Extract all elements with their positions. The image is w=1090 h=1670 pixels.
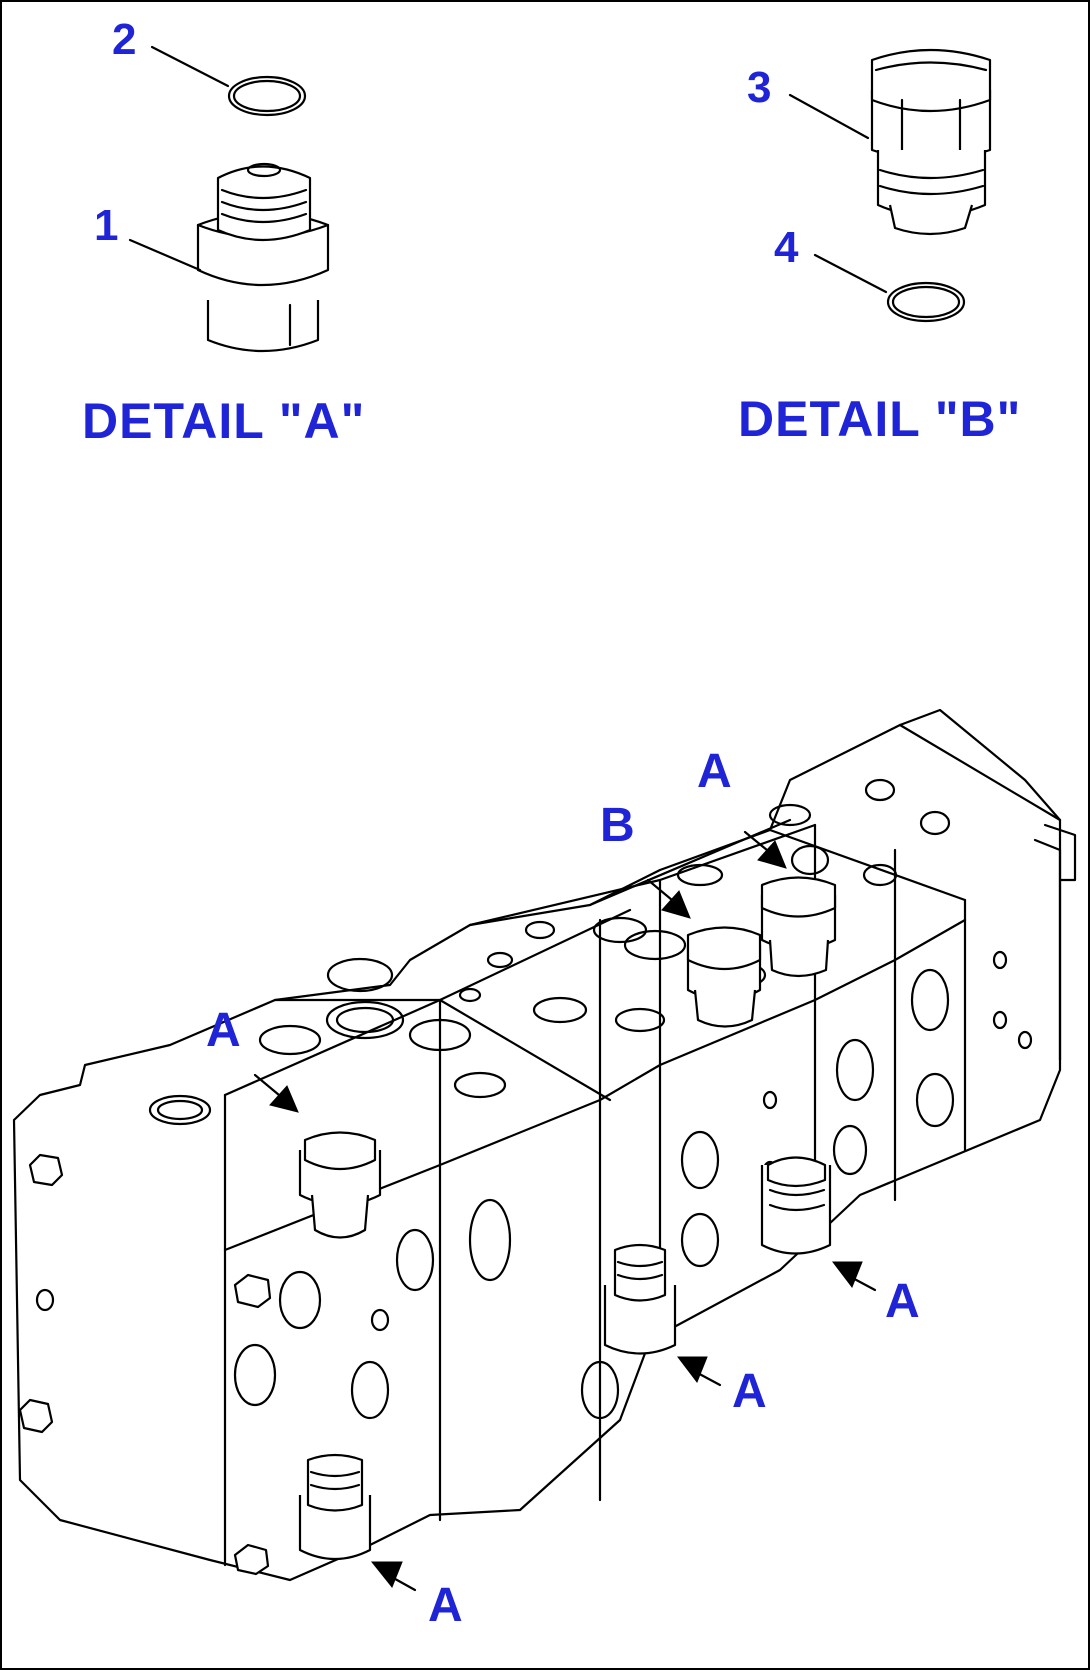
leader-line-3: [788, 93, 870, 140]
arrow-a-bottom-left: [370, 1561, 417, 1592]
part-number-2: 2: [112, 15, 137, 64]
arrow-a-top-right: [743, 830, 787, 869]
installed-plug-b: [686, 926, 762, 1028]
locator-a-bottom-left: A: [428, 1579, 463, 1632]
leader-line-4: [813, 253, 888, 294]
locator-a-top-left: A: [206, 1004, 241, 1057]
installed-plug-a-bottom-left: [298, 1453, 372, 1560]
bolt-heads: [18, 1153, 272, 1576]
part-number-4: 4: [774, 223, 799, 272]
locator-a-mid: A: [732, 1365, 767, 1418]
arrow-a-mid-right: [831, 1261, 877, 1292]
plug-3: [870, 48, 992, 236]
installed-plug-a-top-left: [298, 1131, 382, 1239]
leader-line-2: [150, 45, 230, 88]
installed-plug-a-mid-right: [760, 1156, 832, 1255]
detail-b-title: DETAIL "B": [738, 391, 1022, 447]
locator-a-mid-right: A: [885, 1275, 920, 1328]
part-number-1: 1: [94, 201, 119, 250]
plug-1: [196, 162, 330, 353]
detail-a-title: DETAIL "A": [82, 393, 366, 449]
oring-2: [227, 75, 307, 117]
locator-a-top-right: A: [697, 745, 732, 798]
control-valve-assembly: [12, 708, 1077, 1582]
arrow-a-mid: [676, 1356, 722, 1387]
leader-line-1: [128, 238, 202, 272]
part-number-3: 3: [747, 63, 772, 112]
installed-plug-a-mid: [603, 1243, 677, 1355]
oring-4: [886, 281, 966, 323]
installed-plug-a-top-right: [760, 876, 837, 978]
arrow-b: [646, 878, 691, 919]
arrow-a-top-left: [253, 1073, 299, 1113]
locator-b: B: [600, 799, 635, 852]
